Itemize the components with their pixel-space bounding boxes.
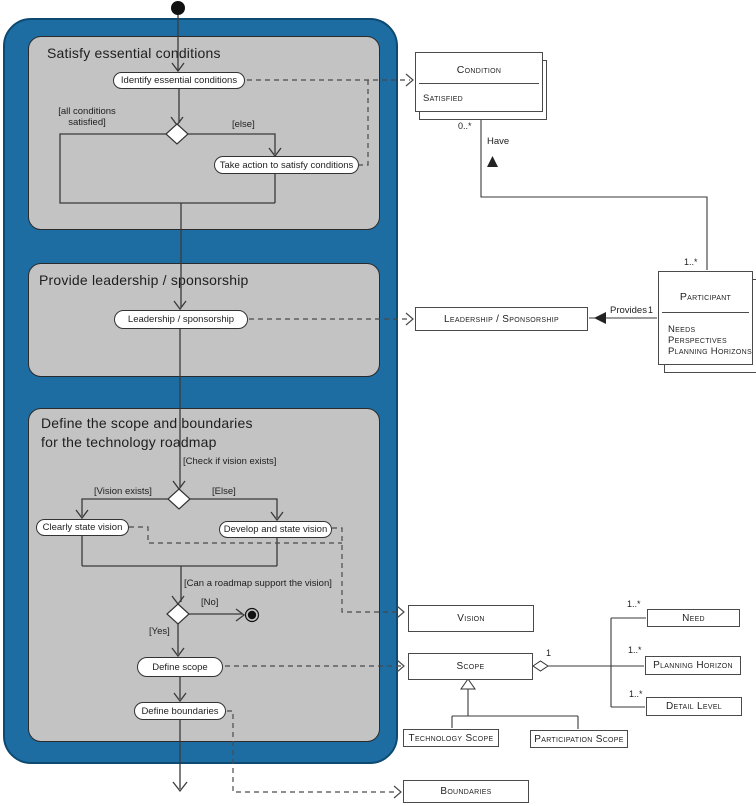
provides-direction-triangle-icon [594, 312, 606, 324]
arrowhead [172, 480, 186, 491]
section-define-scope-boundaries: Define the scope and boundaries for the … [28, 408, 380, 742]
class-title: Condition [456, 64, 502, 76]
flow-final-node [247, 610, 257, 620]
action-take-action-satisfy-conditions: Take action to satisfy conditions [214, 156, 359, 174]
class-attribute: Perspectives [668, 335, 727, 346]
multiplicity-provides-one: 1 [648, 305, 654, 315]
class-title: Leadership / Sponsorship [444, 313, 559, 325]
action-identify-essential-conditions: Identify essential conditions [113, 72, 245, 89]
guard-else-vision: [Else] [212, 486, 236, 497]
class-scope: Scope [408, 653, 533, 680]
class-title: Scope [456, 661, 485, 672]
class-separator [662, 312, 749, 313]
guard-yes: [Yes] [149, 626, 170, 637]
relation-provides-label: Provides [610, 305, 647, 316]
class-attribute: Planning Horizons [668, 346, 752, 357]
class-participant: Participant Needs Perspectives Planning … [658, 271, 753, 365]
guard-vision-exists: [Vision exists] [94, 486, 152, 497]
multiplicity-scope-one: 1 [546, 648, 552, 658]
section-title: Provide leadership / sponsorship [39, 272, 249, 288]
decision-diamond-conditions [165, 123, 189, 145]
action-label: Develop and state vision [223, 524, 328, 535]
guard-check-vision-exists: [Check if vision exists] [183, 456, 277, 467]
decision-diamond-roadmap [166, 603, 190, 625]
initial-node [171, 1, 185, 15]
multiplicity-detail-level: 1..* [629, 689, 643, 699]
arrowhead [173, 692, 187, 703]
class-participation-scope: Participation Scope [530, 730, 628, 748]
guard-all-conditions-satisfied: [all conditions satisfied] [48, 106, 126, 128]
class-title: Need [682, 612, 705, 624]
action-label: Leadership / sponsorship [127, 314, 235, 325]
have-direction-triangle-icon [487, 156, 498, 167]
multiplicity-need: 1..* [627, 599, 641, 609]
class-vision: Vision [408, 605, 534, 632]
action-clearly-state-vision: Clearly state vision [36, 519, 129, 536]
action-leadership-sponsorship: Leadership / sponsorship [114, 310, 248, 329]
guard-roadmap-support-vision: [Can a roadmap support the vision] [184, 578, 332, 589]
class-title: Vision [457, 613, 485, 624]
relation-have-label: Have [487, 136, 510, 147]
class-title: Boundaries [440, 786, 492, 797]
guard-no: [No] [201, 597, 219, 608]
solid-flow-lines [59, 15, 284, 793]
arrowhead [171, 62, 185, 73]
arrowhead [235, 608, 246, 622]
class-detail-level: Detail Level [646, 697, 742, 716]
action-develop-state-vision: Develop and state vision [219, 521, 332, 538]
multiplicity-participant: 1..* [684, 257, 698, 267]
class-relation-lines [451, 113, 708, 729]
class-technology-scope: Technology Scope [403, 729, 499, 747]
class-title: Planning Horizon [653, 660, 733, 671]
class-need: Need [647, 609, 740, 627]
multiplicity-planning-horizon: 1..* [628, 645, 642, 655]
section-title-line1: Define the scope and boundaries [41, 415, 253, 431]
dashed-object-flows [129, 79, 410, 793]
class-leadership-sponsorship: Leadership / Sponsorship [415, 307, 588, 331]
guard-line1: [all conditions [58, 106, 116, 117]
class-planning-horizon: Planning Horizon [645, 656, 741, 675]
dashed-arrowheads [393, 73, 414, 799]
decision-diamond-vision [167, 488, 191, 510]
arrowhead [172, 781, 188, 793]
guard-else-conditions: [else] [232, 119, 255, 130]
action-label: Take action to satisfy conditions [219, 159, 354, 171]
multiplicity-condition: 0..* [458, 121, 472, 131]
flow-final-node-ring [244, 607, 260, 623]
arrowhead [171, 595, 185, 606]
arrowhead [171, 647, 185, 658]
aggregation-diamond-icon [532, 660, 549, 672]
class-title: Technology Scope [408, 732, 494, 744]
class-title: Participation Scope [534, 733, 624, 745]
section-title-line2: for the technology roadmap [41, 434, 217, 450]
generalization-triangle-icon [460, 678, 476, 690]
class-condition: Condition Satisfied [415, 52, 543, 112]
arrowhead [270, 511, 284, 522]
action-define-scope: Define scope [137, 657, 223, 677]
class-title: Detail Level [666, 701, 722, 712]
class-boundaries: Boundaries [403, 780, 529, 803]
guard-line2: satisfied] [68, 117, 106, 128]
action-label: Clearly state vision [42, 522, 123, 533]
arrowhead [173, 300, 187, 311]
action-label: Define scope [152, 661, 208, 673]
section-title: Satisfy essential conditions [47, 45, 221, 61]
class-separator [419, 83, 539, 84]
class-title: Participant [679, 291, 732, 303]
action-label: Define boundaries [141, 705, 219, 717]
action-define-boundaries: Define boundaries [134, 702, 226, 720]
class-attribute: Needs [668, 324, 696, 335]
action-label: Identify essential conditions [120, 75, 238, 86]
section-satisfy-conditions: Satisfy essential conditions [28, 36, 380, 230]
arrowhead [75, 509, 89, 520]
class-attribute: Satisfied [423, 93, 464, 104]
